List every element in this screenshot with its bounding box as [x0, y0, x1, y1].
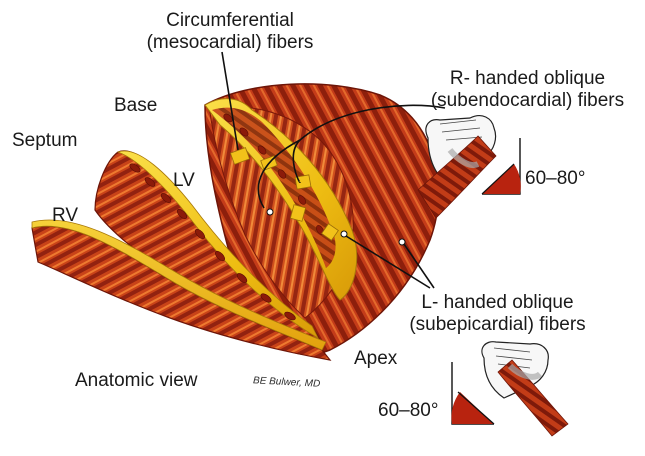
circumferential-label: Circumferential (mesocardial) fibers [140, 10, 320, 54]
circumferential-line2: (mesocardial) fibers [140, 32, 320, 54]
l-handed-label: L- handed oblique (subepicardial) fibers [390, 292, 605, 336]
septum-label: Septum [12, 130, 77, 152]
heart-illustration [32, 84, 439, 360]
apex-label: Apex [354, 348, 397, 370]
l-handed-line2: (subepicardial) fibers [390, 314, 605, 336]
circumferential-line1: Circumferential [140, 10, 320, 32]
base-label: Base [114, 95, 157, 117]
l-handed-line1: L- handed oblique [390, 292, 605, 314]
r-handed-line2: (subendocardial) fibers [420, 90, 635, 112]
angle-top-label: 60–80° [525, 168, 585, 190]
lv-label: LV [173, 170, 195, 192]
anatomic-view-label: Anatomic view [75, 370, 198, 392]
r-handed-line1: R- handed oblique [420, 68, 635, 90]
pointer-dot-1 [267, 209, 273, 215]
angle-bottom-label: 60–80° [378, 400, 438, 422]
r-handed-label: R- handed oblique (subendocardial) fiber… [420, 68, 635, 112]
rv-label: RV [52, 205, 78, 227]
left-hand-icon [482, 342, 568, 436]
